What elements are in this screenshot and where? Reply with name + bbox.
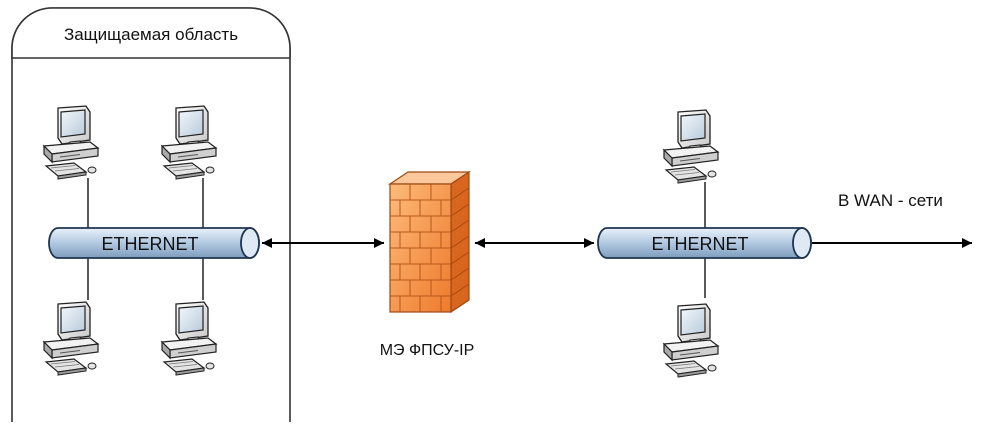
workstation-bottom-left — [43, 301, 99, 376]
zone-title-tab — [11, 7, 291, 59]
zone-title: Защищаемая область — [64, 25, 238, 44]
left-bus-label: ETHERNET — [101, 234, 198, 254]
desktop-computer-icon — [43, 301, 99, 376]
workstation-top-middle — [161, 105, 217, 180]
desktop-computer-icon — [663, 109, 719, 184]
right-ethernet-bus: ETHERNET — [597, 227, 812, 259]
protected-zone-border — [11, 7, 291, 422]
firewall: МЭ ФПСУ-IP — [380, 170, 475, 359]
bus-end-cap — [792, 227, 812, 259]
bus-end-cap — [240, 227, 260, 259]
workstation-top-right — [663, 109, 719, 184]
left-ethernet-bus: ETHERNET — [48, 227, 260, 259]
wan-label: В WAN - сети — [838, 191, 943, 210]
workstation-top-left — [43, 105, 99, 180]
desktop-computer-icon — [43, 105, 99, 180]
desktop-computer-icon — [161, 301, 217, 376]
firewall-label: МЭ ФПСУ-IP — [380, 342, 475, 359]
workstation-bottom-middle — [161, 301, 217, 376]
desktop-computer-icon — [663, 303, 719, 378]
desktop-computer-icon — [161, 105, 217, 180]
protected-zone: Защищаемая область — [11, 7, 291, 422]
brick-firewall-icon — [388, 170, 471, 314]
workstation-bottom-right — [663, 303, 719, 378]
right-bus-label: ETHERNET — [651, 234, 748, 254]
pc-connectors — [87, 178, 706, 300]
